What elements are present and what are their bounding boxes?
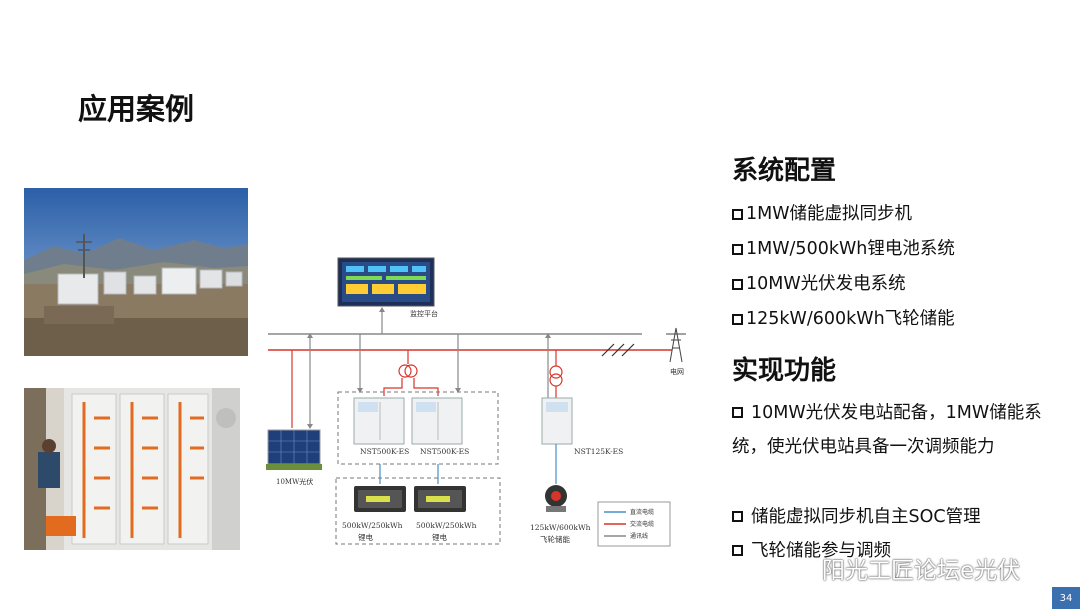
inverter-3-label: NST125K-ES [574,447,623,456]
right-panel: 系统配置 1MW储能虚拟同步机 1MW/500kWh锂电池系统 10MW光伏发电… [732,150,1072,570]
config-item: 125kW/600kWh飞轮储能 [732,309,955,329]
inverter-2-label: NST500K-ES [420,447,469,456]
watermark: 阳光工匠论坛e光伏 [792,551,1020,585]
legend-dc: 直流电缆 [630,508,654,516]
checkbox-icon [732,407,743,418]
system-diagram: 监控平台 电网 10MW光伏 [262,252,702,552]
battery-2-label: 500kW/250kWh [416,521,477,530]
monitor-label: 监控平台 [410,309,438,318]
inverter-1-label: NST500K-ES [360,447,409,456]
checkbox-icon [732,511,743,522]
checkbox-icon [732,279,743,290]
checkbox-icon [732,314,743,325]
functions-heading: 实现功能 [732,356,837,386]
checkbox-icon [732,545,743,556]
slide-title: 应用案例 [78,92,195,126]
grid-label: 电网 [670,367,684,376]
checkbox-icon [732,244,743,255]
function-item: 储能虚拟同步机自主SOC管理 [732,500,1062,534]
site-photo-battery-room [24,388,240,550]
function-item: 飞轮储能参与调频 [732,534,1062,568]
config-item: 1MW储能虚拟同步机 [732,204,912,224]
function-item: 10MW光伏发电站配备，1MW储能系统，使光伏电站具备一次调频能力 [732,403,1042,457]
battery-2-sub: 锂电 [432,532,447,542]
config-heading: 系统配置 [732,156,837,186]
flywheel-sub: 飞轮储能 [540,534,570,544]
pv-label: 10MW光伏 [276,477,313,486]
page-number: 34 [1052,587,1080,609]
flywheel-label: 125kW/600kWh [530,523,591,532]
legend-comm: 通讯线 [630,532,648,540]
battery-1-sub: 锂电 [358,532,373,542]
config-item: 1MW/500kWh锂电池系统 [732,239,955,259]
battery-1-label: 500kW/250kWh [342,521,403,530]
wechat-icon [792,562,817,580]
checkbox-icon [732,209,743,220]
top-strip [0,0,1080,10]
legend-ac: 交流电缆 [630,520,654,528]
config-item: 10MW光伏发电系统 [732,274,906,294]
site-photo-outdoor [24,188,248,356]
